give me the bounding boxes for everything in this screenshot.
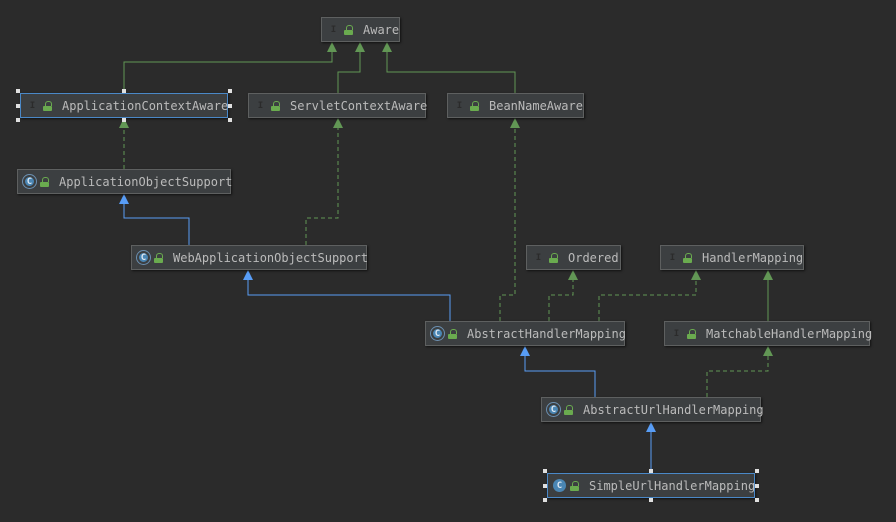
node-matchable-handler-mapping[interactable]: I MatchableHandlerMapping: [664, 321, 873, 346]
selection-handle[interactable]: [16, 118, 20, 122]
edge-abstracturl-to-matchable: [706, 346, 773, 397]
selection-handle[interactable]: [543, 469, 547, 473]
edge-abstracthm-to-webappobj: [243, 270, 451, 321]
node-abstract-handler-mapping[interactable]: C AbstractHandlerMapping: [425, 321, 626, 346]
abstract-class-icon: C: [431, 327, 444, 340]
node-abstract-url-handler-mapping[interactable]: C AbstractUrlHandlerMapping: [541, 397, 764, 422]
edge-servlet-to-aware: [337, 42, 365, 93]
selection-handle[interactable]: [755, 469, 759, 473]
interface-icon: I: [535, 252, 542, 263]
selection-handle[interactable]: [649, 469, 653, 473]
public-lock-icon: [564, 404, 573, 415]
selection-handle[interactable]: [755, 498, 759, 502]
node-aware[interactable]: I Aware: [321, 17, 400, 42]
node-label: SimpleUrlHandlerMapping: [589, 478, 756, 493]
edge-appctx-to-aware: [123, 42, 337, 93]
public-lock-icon: [40, 176, 49, 187]
public-lock-icon: [683, 252, 692, 263]
node-label: ServletContextAware: [290, 98, 428, 113]
node-web-application-object-support[interactable]: C WebApplicationObjectSupport: [131, 245, 369, 270]
edge-abstracthm-to-ordered: [548, 270, 578, 321]
interface-icon: I: [29, 100, 36, 111]
node-servlet-context-aware[interactable]: I ServletContextAware: [248, 93, 428, 118]
node-label: Ordered: [568, 250, 619, 265]
abstract-class-icon: C: [23, 175, 36, 188]
public-lock-icon: [549, 252, 558, 263]
abstract-class-icon: C: [137, 251, 150, 264]
selection-handle[interactable]: [16, 89, 20, 93]
interface-icon: I: [673, 328, 680, 339]
selection-handle[interactable]: [228, 118, 232, 122]
public-lock-icon: [470, 100, 479, 111]
selection-handle[interactable]: [122, 89, 126, 93]
node-label: HandlerMapping: [702, 250, 804, 265]
node-label: AbstractUrlHandlerMapping: [583, 402, 764, 417]
public-lock-icon: [43, 100, 52, 111]
node-label: AbstractHandlerMapping: [467, 326, 626, 341]
edge-abstracthm-to-beanname: [499, 118, 520, 321]
interface-icon: I: [257, 100, 264, 111]
selection-handle[interactable]: [228, 89, 232, 93]
node-bean-name-aware[interactable]: I BeanNameAware: [447, 93, 584, 118]
edge-webappobj-to-appobj: [119, 194, 190, 245]
node-label: BeanNameAware: [489, 98, 583, 113]
abstract-class-icon: C: [547, 403, 560, 416]
public-lock-icon: [570, 480, 579, 491]
public-lock-icon: [344, 24, 353, 35]
selection-handle[interactable]: [16, 103, 20, 108]
node-ordered[interactable]: I Ordered: [526, 245, 621, 270]
selection-handle[interactable]: [228, 103, 232, 108]
public-lock-icon: [271, 100, 280, 111]
edge-abstracturl-to-abstracthm: [520, 346, 596, 397]
selection-handle[interactable]: [122, 118, 126, 122]
edge-beanname-to-aware: [382, 42, 516, 93]
edge-webappobj-to-servlet: [305, 118, 343, 245]
node-label: Aware: [363, 22, 400, 37]
public-lock-icon: [687, 328, 696, 339]
node-label: WebApplicationObjectSupport: [173, 250, 369, 265]
selection-handle[interactable]: [543, 483, 547, 488]
selection-handle[interactable]: [649, 498, 653, 502]
class-icon: C: [553, 479, 566, 492]
interface-icon: I: [330, 24, 337, 35]
public-lock-icon: [448, 328, 457, 339]
interface-icon: I: [669, 252, 676, 263]
node-label: ApplicationObjectSupport: [59, 174, 233, 189]
selection-handle[interactable]: [543, 498, 547, 502]
node-label: MatchableHandlerMapping: [706, 326, 873, 341]
node-application-object-support[interactable]: C ApplicationObjectSupport: [17, 169, 233, 194]
node-simple-url-handler-mapping[interactable]: C SimpleUrlHandlerMapping: [547, 473, 755, 498]
node-handler-mapping[interactable]: I HandlerMapping: [660, 245, 804, 270]
edge-abstracthm-to-handlermapping: [598, 270, 701, 321]
public-lock-icon: [154, 252, 163, 263]
interface-icon: I: [456, 100, 463, 111]
node-application-context-aware[interactable]: I ApplicationContextAware: [20, 93, 228, 118]
node-label: ApplicationContextAware: [62, 98, 229, 113]
selection-handle[interactable]: [755, 483, 759, 488]
